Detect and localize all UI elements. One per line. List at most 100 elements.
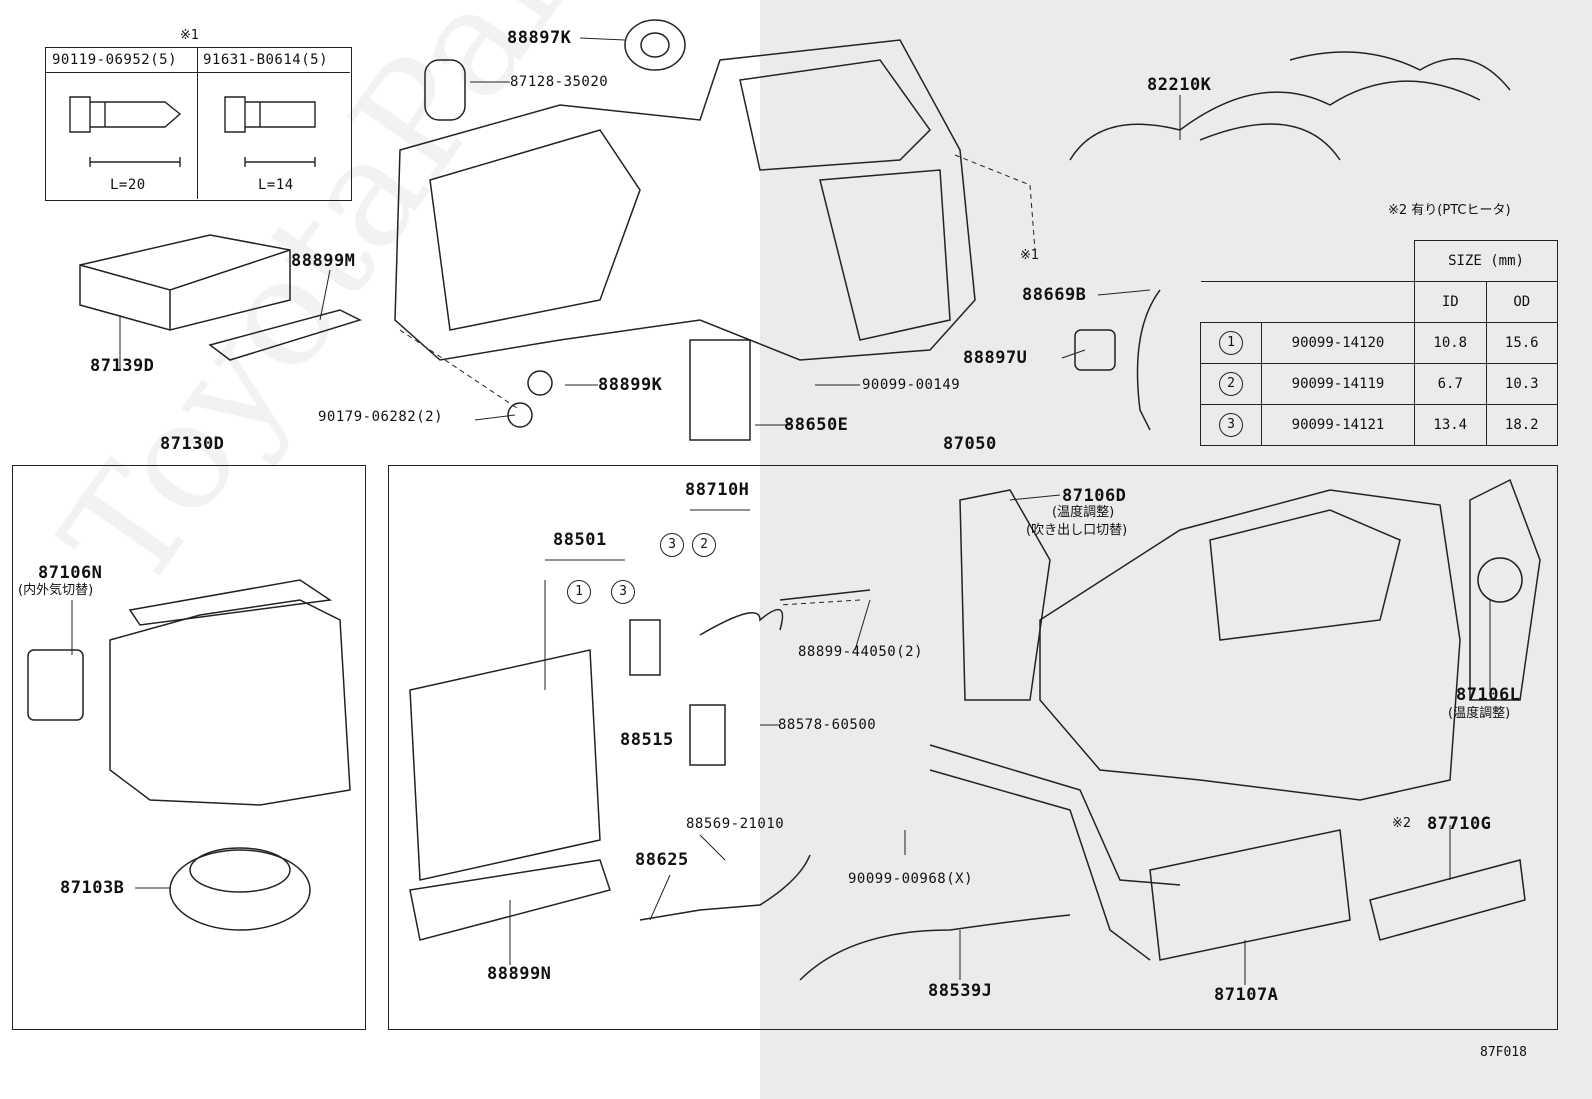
valve-88897u [1074,329,1116,371]
label-88501[interactable]: 88501 [553,530,607,550]
clip-88578 [689,704,726,766]
label-87106d[interactable]: 87106D [1062,486,1127,506]
mark-1: ※1 [1020,248,1040,263]
group-title-right: 87050 [943,434,997,454]
bolt-length-2: L=14 [258,177,294,193]
size-table-note: ※2 有り(PTCヒータ) [1388,203,1511,218]
note-87106d-2: (吹き出し口切替) [1026,523,1128,538]
row-od: 10.3 [1485,363,1558,405]
label-88899k[interactable]: 88899K [598,375,663,395]
row-number: 3 [1219,413,1243,437]
clip-88899k [527,370,553,396]
tube-88539j [799,914,1071,981]
callout-2-88710h: 2 [692,533,716,557]
bolt-88899-44050 [779,589,871,601]
bolt-table-col-divider [197,47,198,199]
label-87106l[interactable]: 87106L [1456,685,1521,705]
label-88625[interactable]: 88625 [635,850,689,870]
group-box-87130d [12,465,366,1030]
callout-1-88501: 1 [567,580,591,604]
size-table: SIZE (mm) ID OD 1 90099-14120 10.8 15.6 … [1200,240,1558,446]
label-88569[interactable]: 88569-21010 [686,816,785,832]
row-od: 18.2 [1485,404,1558,446]
shaded-region [760,0,1592,1099]
row-part: 90099-14121 [1261,404,1415,446]
table-row: 3 90099-14121 13.4 18.2 [1200,404,1558,446]
label-90179[interactable]: 90179-06282(2) [318,409,444,425]
ecu-88650e [689,339,751,441]
note-87106d-1: (温度調整) [1052,505,1115,520]
label-87710g[interactable]: 87710G [1427,814,1492,834]
sensor-88625 [639,854,811,921]
diagram-id: 87F018 [1480,1045,1527,1060]
bolt-part-1: 90119-06952(5) [52,52,178,68]
heater-core-87107a [1149,829,1351,961]
blower-motor-87103b [169,849,311,931]
filter-cover-88899m [208,309,363,361]
label-88578[interactable]: 88578-60500 [778,717,877,733]
heater-pipes [929,744,1181,961]
hose-88669b [1136,289,1161,431]
label-87128[interactable]: 87128-35020 [510,74,609,90]
row-part: 90099-14120 [1261,322,1415,364]
row-od: 15.6 [1485,322,1558,364]
servo-87106d [959,489,1051,701]
row-part: 90099-14119 [1261,363,1415,405]
label-87107a[interactable]: 87107A [1214,985,1279,1005]
note-87106l: (温度調整) [1448,706,1511,721]
label-88897u[interactable]: 88897U [963,348,1028,368]
bolt-table-mark: ※1 [180,28,200,43]
label-90099-00149[interactable]: 90099-00149 [862,377,961,393]
table-row: 2 90099-14119 6.7 10.3 [1200,363,1558,405]
seal-88897k [624,19,686,71]
label-82210k[interactable]: 82210K [1147,75,1212,95]
callout-3-88501: 3 [611,580,635,604]
valve-88515 [629,619,661,676]
group-box-87050 [388,465,1558,1030]
label-87139d[interactable]: 87139D [90,356,155,376]
label-88515[interactable]: 88515 [620,730,674,750]
filter-87139d [79,234,291,331]
ptc-heater-87710g [1369,859,1526,941]
bolt-table-header-line [45,72,350,73]
evaporator-88501 [409,649,601,881]
blower-case [109,599,351,806]
label-88899-44050[interactable]: 88899-44050(2) [798,644,924,660]
bolt-drawings [69,96,316,167]
row-id: 6.7 [1414,363,1487,405]
hvac-unit-top [394,39,976,361]
group-title-left: 87130D [160,434,225,454]
size-header: SIZE (mm) [1414,240,1558,282]
label-88669b[interactable]: 88669B [1022,285,1087,305]
label-88650e[interactable]: 88650E [784,415,849,435]
label-87103b[interactable]: 87103B [60,878,125,898]
row-id: 10.8 [1414,322,1487,364]
servo-87106l [1469,478,1541,701]
size-id-header: ID [1414,281,1487,323]
row-number: 1 [1219,331,1243,355]
label-90099-00968[interactable]: 90099-00968(X) [848,871,974,887]
size-od-header: OD [1485,281,1558,323]
bolt-part-2: 91631-B0614(5) [203,52,329,68]
harness-82210k [1069,51,1511,161]
callout-3-88710h: 3 [660,533,684,557]
hvac-unit-right [1039,489,1461,801]
label-88899m[interactable]: 88899M [291,251,356,271]
label-87106n[interactable]: 87106N [38,563,103,583]
grommet-87128 [424,59,466,121]
servo-87106n [27,649,84,721]
pipe-88710h [699,608,784,636]
row-number: 2 [1219,372,1243,396]
note-87106n: (内外気切替) [18,583,94,598]
table-row: 1 90099-14120 10.8 15.6 [1200,322,1558,364]
label-88710h[interactable]: 88710H [685,480,750,500]
label-88899n[interactable]: 88899N [487,964,552,984]
row-id: 13.4 [1414,404,1487,446]
nut-90179 [507,402,533,428]
label-88897k[interactable]: 88897K [507,28,572,48]
bolt-length-1: L=20 [110,177,146,193]
bolt-table [45,47,352,201]
mark-2: ※2 [1392,816,1412,831]
label-88539j[interactable]: 88539J [928,981,993,1001]
